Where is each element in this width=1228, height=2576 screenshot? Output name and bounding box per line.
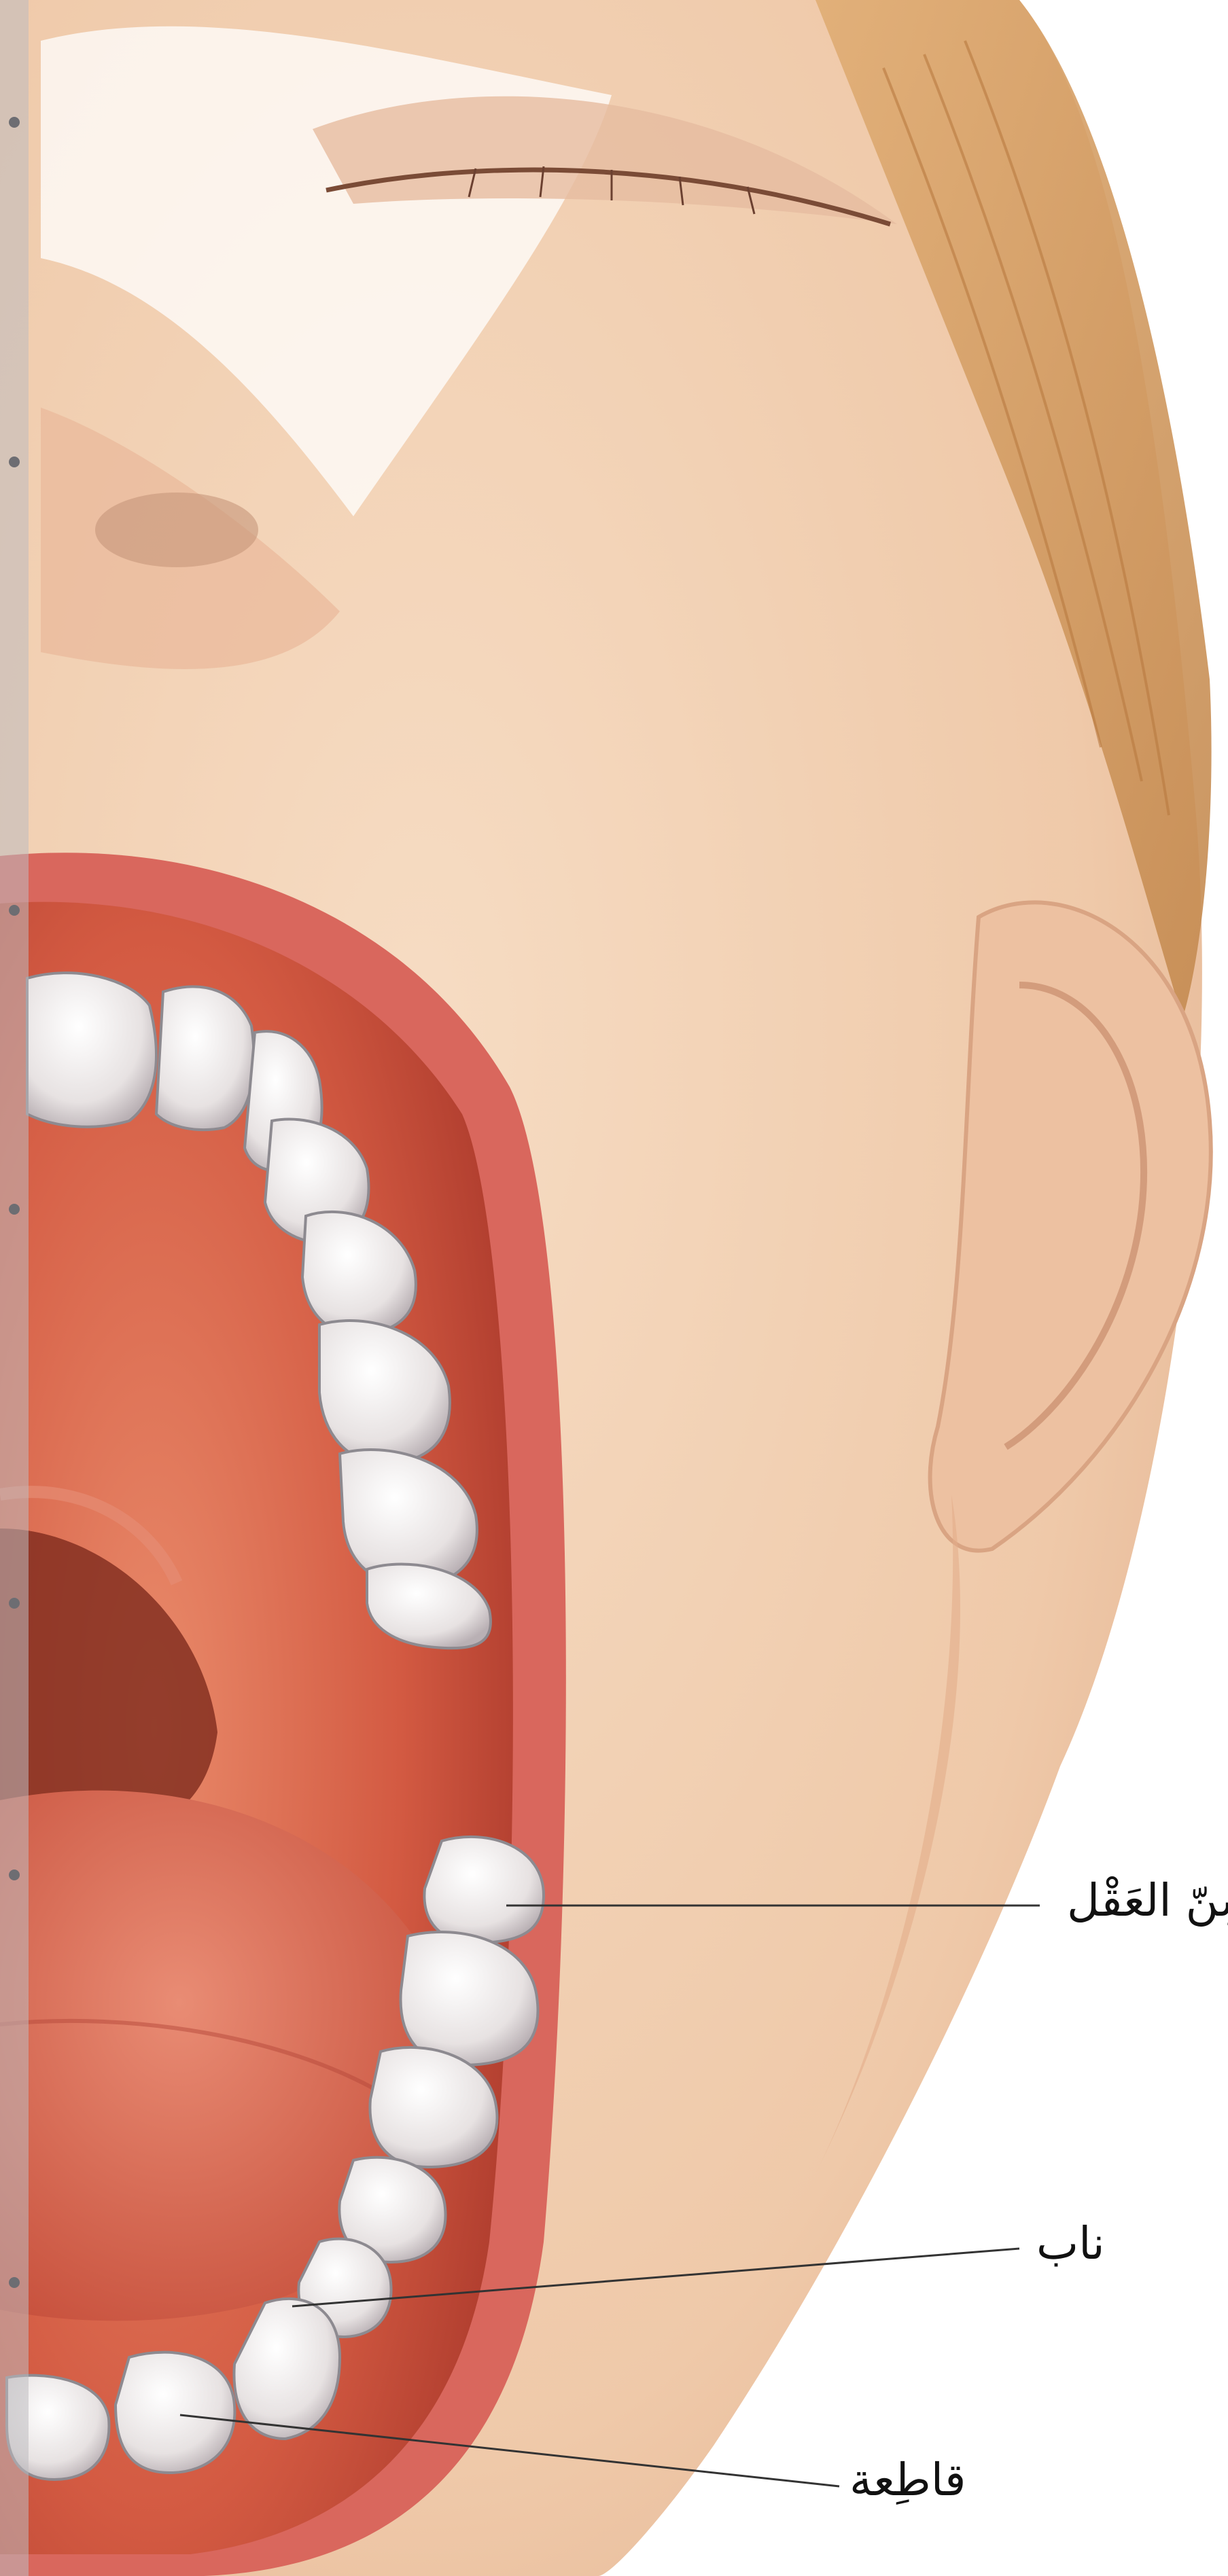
binding-edge bbox=[0, 0, 29, 2576]
label-canine: ناب bbox=[1036, 2221, 1105, 2266]
label-wisdom-tooth: سِنّ العَقْل bbox=[1067, 1878, 1228, 1923]
label-incisor: قاطِعة bbox=[849, 2458, 966, 2503]
